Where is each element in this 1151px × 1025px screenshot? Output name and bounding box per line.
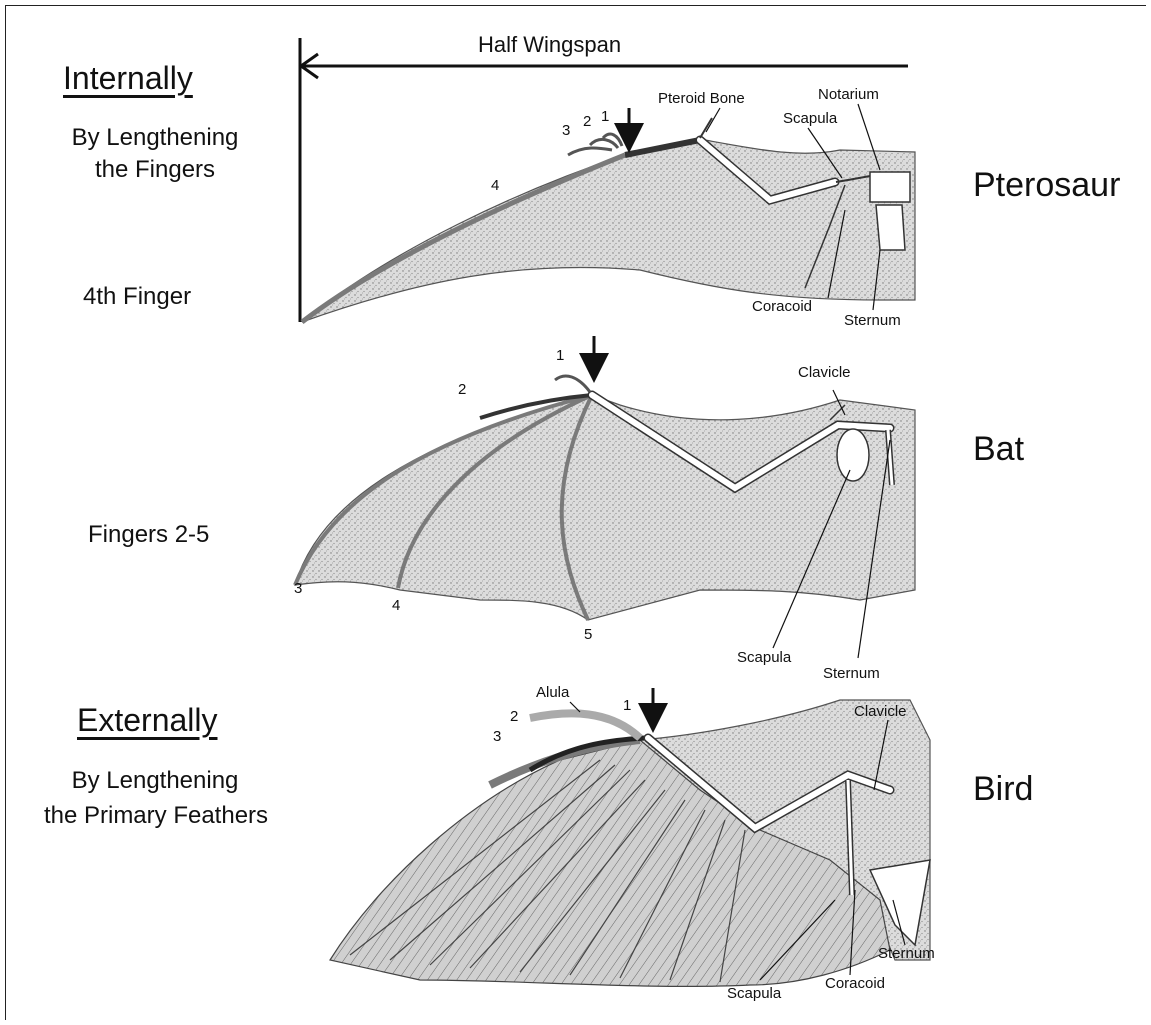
pterosaur-method: 4th Finger — [83, 283, 191, 311]
internally-line1: By Lengthening — [48, 122, 262, 154]
externally-heading: Externally — [77, 702, 218, 739]
bat-sternum-label: Sternum — [823, 665, 880, 682]
pterosaur-finger-2: 2 — [583, 113, 591, 130]
bird-name: Bird — [973, 770, 1033, 809]
pterosaur-wing — [302, 108, 915, 322]
pterosaur-finger-3: 3 — [562, 122, 570, 139]
externally-line2: the Primary Feathers — [20, 800, 292, 832]
bird-coracoid-label: Coracoid — [825, 975, 885, 992]
bat-finger-3: 3 — [294, 580, 302, 597]
bat-finger-5: 5 — [584, 626, 592, 643]
bat-finger-1: 1 — [556, 347, 564, 364]
alula-label: Alula — [536, 684, 569, 701]
bat-name: Bat — [973, 430, 1024, 469]
pterosaur-sternum-label: Sternum — [844, 312, 901, 329]
pterosaur-name: Pterosaur — [973, 166, 1120, 205]
bird-sternum-label: Sternum — [878, 945, 935, 962]
bird-scapula-label: Scapula — [727, 985, 781, 1002]
bird-wing — [330, 688, 930, 986]
internally-heading: Internally — [63, 60, 193, 97]
bird-clavicle-label: Clavicle — [854, 703, 907, 720]
bat-method: Fingers 2-5 — [88, 521, 209, 549]
pterosaur-finger-1: 1 — [601, 108, 609, 125]
bird-finger-1: 1 — [623, 697, 631, 714]
pterosaur-scapula-label: Scapula — [783, 110, 837, 127]
half-wingspan-label: Half Wingspan — [478, 32, 621, 58]
externally-line1: By Lengthening — [30, 765, 280, 797]
pterosaur-finger-4: 4 — [491, 177, 499, 194]
bird-finger-2: 2 — [510, 708, 518, 725]
bird-finger-3: 3 — [493, 728, 501, 745]
bat-finger-2: 2 — [458, 381, 466, 398]
internally-line2: the Fingers — [48, 154, 262, 186]
notarium-label: Notarium — [818, 86, 879, 103]
bat-scapula-label: Scapula — [737, 649, 791, 666]
bat-clavicle-label: Clavicle — [798, 364, 851, 381]
bat-finger-4: 4 — [392, 597, 400, 614]
pteroid-bone-label: Pteroid Bone — [658, 90, 745, 107]
pterosaur-coracoid-label: Coracoid — [752, 298, 812, 315]
